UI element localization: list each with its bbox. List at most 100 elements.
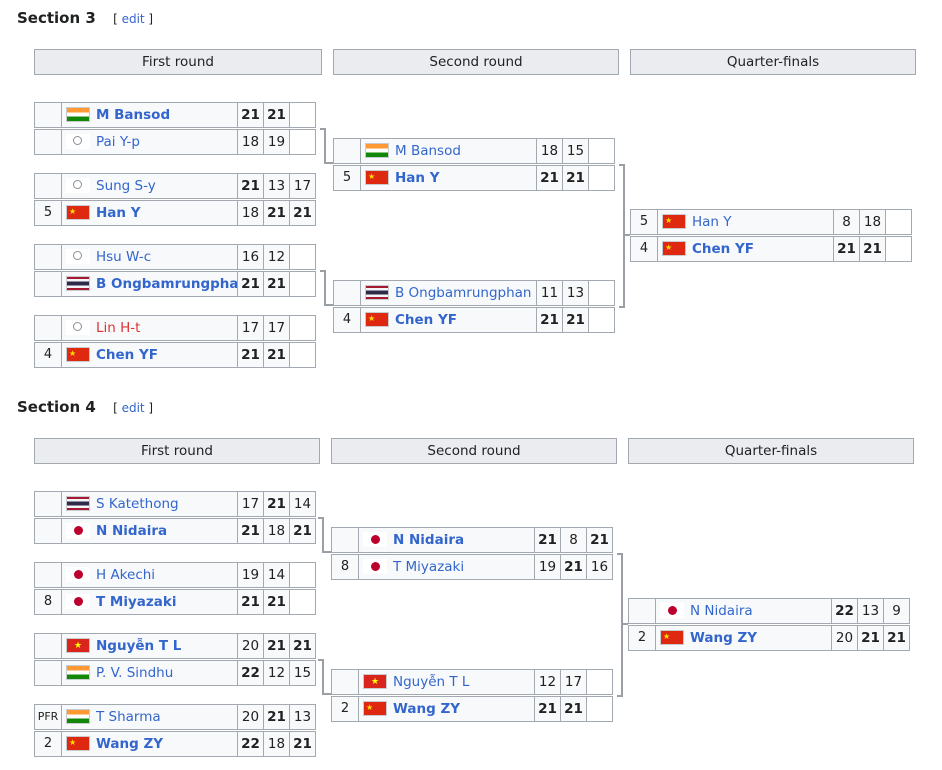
player-link[interactable]: N Nidaira — [96, 523, 168, 539]
score-cell: 21 — [586, 527, 613, 553]
japan-flag-icon — [363, 531, 387, 547]
section-4-edit-link[interactable]: edit — [121, 401, 145, 415]
bracket-connector — [621, 553, 623, 697]
player-name-cell: Han Y — [360, 165, 537, 191]
score-cell: 21 — [289, 633, 316, 659]
player-link[interactable]: T Miyazaki — [393, 559, 465, 575]
player-link[interactable]: Han Y — [96, 205, 141, 221]
tpe-flag-icon — [66, 248, 90, 264]
player-name-cell: Nguyễn T L — [358, 669, 535, 695]
score-cell — [586, 669, 613, 695]
score-cell: 19 — [237, 562, 264, 588]
china-flag-icon — [365, 308, 389, 331]
bracket-connector — [326, 162, 333, 164]
seed-cell: 4 — [630, 236, 658, 262]
seed-cell — [34, 129, 62, 155]
china-flag-icon — [66, 201, 90, 224]
seed-cell — [333, 138, 361, 164]
seed-cell: 4 — [333, 307, 361, 333]
score-cell: 14 — [263, 562, 290, 588]
section-3-edit: [ edit ] — [113, 12, 154, 26]
player-link[interactable]: H Akechi — [96, 567, 156, 583]
bracket-connector — [617, 553, 623, 555]
player-link[interactable]: Sung S-y — [96, 178, 156, 194]
player-link[interactable]: B Ongbamrungphan — [96, 276, 238, 292]
section-3-title: Section 3 — [17, 9, 96, 27]
player-link[interactable]: T Sharma — [96, 709, 161, 725]
section-4-header-second-round: Second round — [331, 438, 617, 464]
score-cell: 21 — [289, 731, 316, 757]
section-3-header-second-round: Second round — [333, 49, 619, 75]
section-4-title: Section 4 — [17, 398, 96, 416]
player-link[interactable]: Nguyễn T L — [96, 638, 182, 654]
india-flag-icon — [66, 708, 90, 724]
score-cell — [289, 562, 316, 588]
score-cell: 21 — [536, 307, 563, 333]
player-link[interactable]: Han Y — [692, 214, 732, 230]
score-cell: 11 — [536, 280, 563, 306]
player-link[interactable]: Chen YF — [96, 347, 158, 363]
score-cell: 17 — [263, 315, 290, 341]
player-link[interactable]: Chen YF — [395, 312, 457, 328]
score-cell: 12 — [263, 244, 290, 270]
player-link[interactable]: S Katethong — [96, 496, 179, 512]
score-cell: 21 — [833, 236, 860, 262]
china-flag-icon — [662, 210, 686, 233]
bracket-connector — [320, 270, 326, 272]
player-link[interactable]: N Nidaira — [690, 603, 753, 619]
player-link[interactable]: M Bansod — [395, 143, 461, 159]
player-link[interactable]: P. V. Sindhu — [96, 665, 174, 681]
score-cell: 21 — [857, 625, 884, 651]
player-link[interactable]: M Bansod — [96, 107, 171, 123]
score-cell: 21 — [536, 165, 563, 191]
score-cell: 21 — [289, 200, 316, 226]
bracket-connector — [326, 304, 333, 306]
score-cell: 12 — [534, 669, 561, 695]
score-cell — [289, 589, 316, 615]
player-link[interactable]: Chen YF — [692, 241, 754, 257]
score-cell: 13 — [857, 598, 884, 624]
player-link[interactable]: T Miyazaki — [96, 594, 177, 610]
player-name-cell: S Katethong — [61, 491, 238, 517]
player-link[interactable]: Hsu W-c — [96, 249, 152, 265]
section-3-edit-link[interactable]: edit — [121, 12, 145, 26]
china-flag-icon — [660, 626, 684, 649]
player-link[interactable]: Nguyễn T L — [393, 674, 470, 690]
player-link[interactable]: Han Y — [395, 170, 440, 186]
score-cell: 13 — [289, 704, 316, 730]
score-cell: 21 — [237, 271, 264, 297]
player-link[interactable]: Lin H-t — [96, 320, 141, 336]
score-cell: 21 — [560, 696, 587, 722]
score-cell — [586, 696, 613, 722]
score-cell: 21 — [562, 307, 589, 333]
score-cell: 21 — [534, 696, 561, 722]
bracket-connector — [324, 551, 331, 553]
player-link[interactable]: Pai Y-p — [96, 134, 140, 150]
tpe-flag-icon — [66, 133, 90, 149]
score-cell: 21 — [237, 102, 264, 128]
bracket-connector — [318, 659, 324, 661]
score-cell: 14 — [289, 491, 316, 517]
score-cell: 16 — [237, 244, 264, 270]
bracket-connector — [320, 128, 326, 130]
player-link[interactable]: Wang ZY — [96, 736, 164, 752]
seed-cell — [34, 491, 62, 517]
player-link[interactable]: N Nidaira — [393, 532, 465, 548]
score-cell: 21 — [263, 271, 290, 297]
player-link[interactable]: B Ongbamrungphan — [395, 285, 532, 301]
score-cell: 20 — [237, 633, 264, 659]
player-link[interactable]: Wang ZY — [690, 630, 758, 646]
player-link[interactable]: Wang ZY — [393, 701, 461, 717]
